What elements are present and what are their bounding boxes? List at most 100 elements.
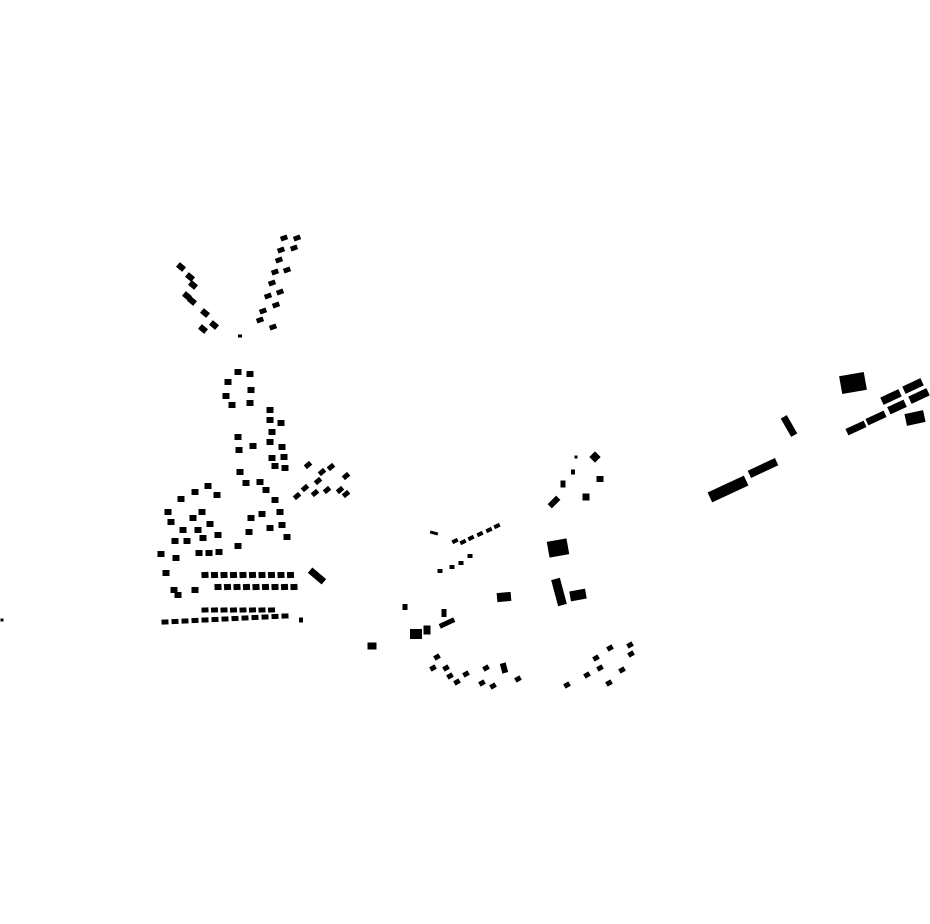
building <box>596 476 604 482</box>
building <box>780 415 798 437</box>
building <box>183 538 191 544</box>
building <box>547 495 561 509</box>
building <box>459 538 467 546</box>
building <box>198 324 208 334</box>
building <box>213 492 221 498</box>
building <box>231 615 239 622</box>
building <box>157 551 165 557</box>
building <box>200 308 210 318</box>
building <box>271 463 279 469</box>
building <box>239 571 247 579</box>
building <box>258 571 266 579</box>
building <box>462 670 470 678</box>
building <box>267 279 277 287</box>
building <box>162 570 170 576</box>
building <box>458 561 464 565</box>
building <box>247 387 255 393</box>
building <box>211 616 219 623</box>
building <box>278 522 286 528</box>
building <box>493 522 501 530</box>
building <box>224 379 232 385</box>
building <box>281 465 289 471</box>
building <box>204 483 212 489</box>
building <box>238 334 242 338</box>
building <box>177 496 185 502</box>
building <box>281 613 289 619</box>
building <box>205 550 213 556</box>
building <box>258 607 266 613</box>
building <box>228 402 236 408</box>
building <box>574 455 578 459</box>
building <box>201 571 209 579</box>
building <box>261 614 269 620</box>
building <box>596 664 604 672</box>
building <box>747 458 779 478</box>
building <box>271 497 279 503</box>
building <box>496 591 512 603</box>
building <box>198 509 206 515</box>
building <box>206 521 214 527</box>
building <box>582 493 590 501</box>
building <box>292 491 302 501</box>
building <box>268 323 278 331</box>
building <box>210 571 219 579</box>
building <box>271 583 279 591</box>
building <box>433 653 441 661</box>
building <box>707 475 749 503</box>
building <box>229 571 238 579</box>
building <box>546 538 570 558</box>
building <box>235 447 243 453</box>
building <box>278 444 286 450</box>
building <box>258 307 268 315</box>
building <box>255 316 265 324</box>
building <box>292 234 302 242</box>
building <box>571 469 575 475</box>
building <box>266 407 274 413</box>
building <box>241 615 249 621</box>
building <box>283 534 291 540</box>
building <box>865 410 887 426</box>
building <box>482 664 490 672</box>
building <box>234 543 242 549</box>
building <box>164 509 172 515</box>
building <box>268 429 276 435</box>
building <box>429 530 439 536</box>
building <box>277 420 285 426</box>
building <box>341 471 351 481</box>
building <box>233 583 241 591</box>
building <box>191 617 199 624</box>
building <box>194 527 202 533</box>
building <box>239 607 247 613</box>
building <box>467 554 473 558</box>
building <box>429 664 437 672</box>
building <box>167 519 175 525</box>
building <box>185 272 195 282</box>
building <box>317 467 327 477</box>
building <box>514 675 522 683</box>
building <box>307 567 327 585</box>
building <box>245 529 253 535</box>
building <box>263 292 273 300</box>
building <box>289 244 299 252</box>
building <box>438 617 456 629</box>
building <box>583 671 591 679</box>
building <box>252 583 260 591</box>
building <box>605 679 613 687</box>
building <box>172 555 180 561</box>
building <box>478 679 486 687</box>
building <box>248 607 257 613</box>
building <box>499 662 509 674</box>
building <box>839 371 867 395</box>
building <box>335 485 345 495</box>
building <box>618 666 626 674</box>
building <box>223 583 232 591</box>
building <box>551 577 567 607</box>
building <box>313 476 323 486</box>
building <box>270 268 280 276</box>
building <box>271 301 281 309</box>
building <box>441 609 447 617</box>
building <box>191 587 199 593</box>
building <box>271 613 279 620</box>
building <box>248 571 257 579</box>
